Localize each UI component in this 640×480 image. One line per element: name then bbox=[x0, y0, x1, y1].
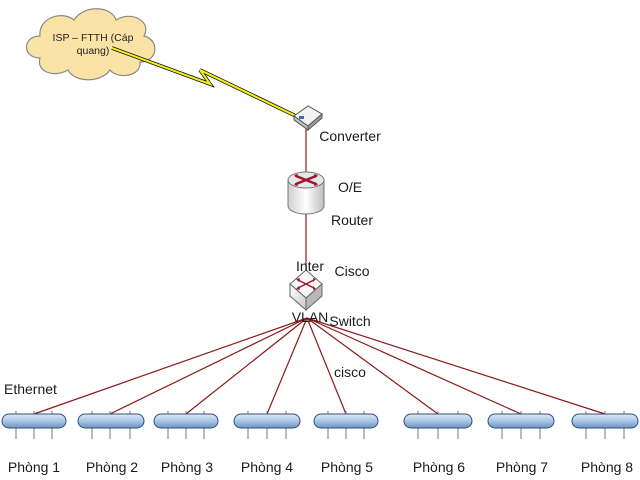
link-room-4 bbox=[266, 317, 308, 415]
switch-label-line2: cisco bbox=[334, 364, 366, 380]
link-room-5 bbox=[306, 317, 347, 415]
isp-label-line1: ISP – FTTH (Cáp bbox=[52, 32, 134, 44]
ethernet-bus-room-7 bbox=[487, 411, 555, 439]
isp-cloud-icon bbox=[25, 8, 156, 81]
router-label-line1: Router bbox=[330, 212, 374, 228]
ethernet-bus-room-3 bbox=[153, 411, 219, 439]
router-label-line2: Cisco bbox=[334, 263, 370, 279]
converter-label: Converter O/E bbox=[318, 94, 382, 213]
inter-vlan-label-line2: VLAN bbox=[291, 309, 329, 325]
link-room-6 bbox=[306, 317, 439, 415]
router-icon bbox=[287, 171, 325, 215]
converter-icon bbox=[293, 105, 323, 132]
link-room-1 bbox=[33, 317, 308, 415]
link-room-2 bbox=[109, 317, 308, 415]
room-label-7: Phòng 7 bbox=[495, 459, 549, 475]
inter-vlan-label: Inter VLAN bbox=[288, 224, 332, 343]
room-segments bbox=[1, 411, 639, 439]
ethernet-bus-room-1 bbox=[1, 411, 67, 439]
converter-label-line1: Converter bbox=[319, 128, 381, 144]
ethernet-label: Ethernet bbox=[4, 381, 57, 397]
room-label-5: Phòng 5 bbox=[320, 459, 374, 475]
switch-label-line1: Switch bbox=[329, 313, 371, 329]
isp-label-line2: quang) bbox=[76, 45, 110, 57]
room-label-2: Phòng 2 bbox=[85, 459, 139, 475]
link-room-7 bbox=[306, 317, 522, 415]
switch-icon bbox=[289, 269, 323, 312]
ethernet-bus-room-4 bbox=[233, 411, 301, 439]
isp-label: ISP – FTTH (Cáp quang) bbox=[38, 32, 148, 58]
link-room-8 bbox=[306, 317, 606, 415]
room-label-3: Phòng 3 bbox=[160, 459, 214, 475]
inter-vlan-label-line1: Inter bbox=[295, 258, 324, 274]
ethernet-bus-room-8 bbox=[571, 411, 639, 439]
ethernet-bus-room-2 bbox=[77, 411, 145, 439]
ethernet-bus-room-6 bbox=[403, 411, 473, 439]
router-label: Router Cisco bbox=[326, 178, 378, 297]
room-label-6: Phòng 6 bbox=[412, 459, 466, 475]
room-label-8: Phòng 8 bbox=[580, 459, 634, 475]
room-label-4: Phòng 4 bbox=[240, 459, 294, 475]
wan-lightning-link bbox=[111, 46, 301, 120]
link-room-3 bbox=[185, 317, 308, 415]
switch-label: Switch cisco bbox=[326, 279, 374, 398]
converter-label-line2: O/E bbox=[337, 179, 363, 195]
room-label-1: Phòng 1 bbox=[7, 459, 61, 475]
switch-to-rooms-links bbox=[33, 317, 606, 415]
ethernet-bus-room-5 bbox=[313, 411, 379, 439]
